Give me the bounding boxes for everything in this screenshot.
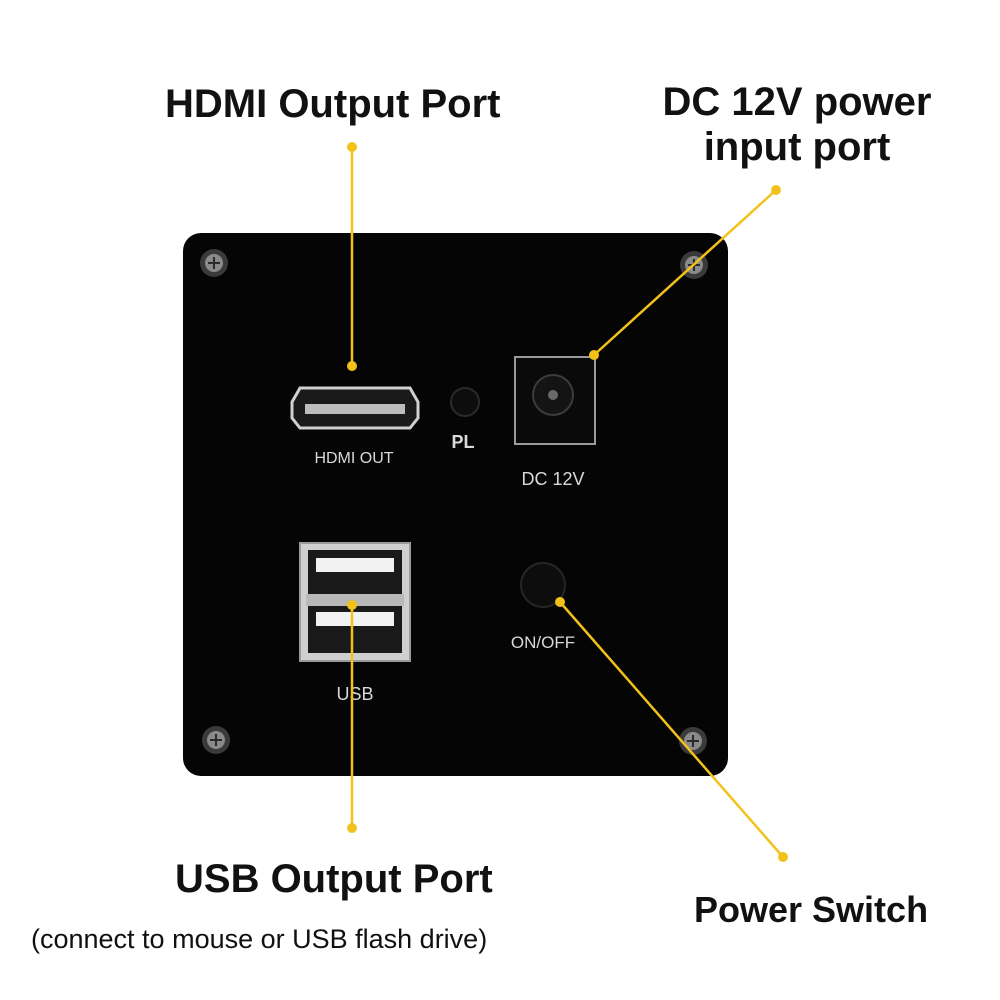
dc-12v-label: DC 12V (521, 469, 584, 489)
dc-callout-line1: DC 12V power (662, 80, 932, 124)
leader-lines (347, 142, 788, 862)
power-callout-label: Power Switch (694, 889, 929, 930)
screw-icon (200, 249, 228, 277)
dc-callout-label: DC 12V power input port (637, 80, 957, 170)
usb-callout-note: (connect to mouse or USB flash drive) (31, 924, 488, 954)
device-back-panel (183, 233, 728, 776)
hdmi-callout-label: HDMI Output Port (165, 82, 501, 126)
dc-leader-line (593, 189, 777, 356)
hdmi-leader-dot (347, 361, 357, 371)
dc-jack-icon (514, 356, 596, 445)
power-button-icon (520, 562, 566, 608)
hdmi-port-icon (290, 386, 420, 430)
hdmi-leader-dot (347, 142, 357, 152)
usb-label: USB (336, 684, 373, 704)
hdmi-out-label: HDMI OUT (314, 450, 393, 467)
led-indicator-icon (450, 387, 480, 417)
power-leader-dot (778, 852, 788, 862)
power-leader-line (559, 601, 784, 858)
dc-leader-dot (771, 185, 781, 195)
power-leader-dot (555, 597, 565, 607)
dc-leader-dot (589, 350, 599, 360)
usb-callout-label: USB Output Port (175, 857, 493, 901)
screw-icon (679, 727, 707, 755)
screw-icon (202, 726, 230, 754)
usb-leader-dot (347, 600, 357, 610)
pl-label: PL (451, 432, 474, 452)
usb-leader-dot (347, 823, 357, 833)
dc-callout-line2: input port (703, 124, 891, 169)
on-off-label: ON/OFF (511, 633, 575, 652)
